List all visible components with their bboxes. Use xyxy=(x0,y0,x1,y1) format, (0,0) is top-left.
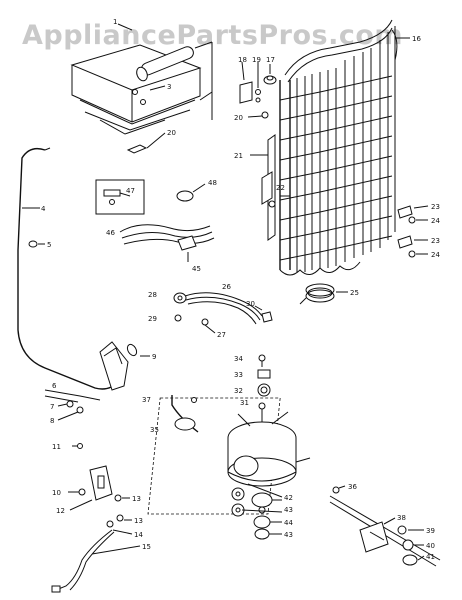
callout-label: 35 xyxy=(150,426,159,434)
callout-label: 43 xyxy=(284,531,293,539)
callout-label: 23 xyxy=(431,203,440,211)
callout-label: 7 xyxy=(50,403,54,411)
callout-label: 32 xyxy=(234,387,243,395)
callout-label: 46 xyxy=(106,229,115,237)
callout-label: 28 xyxy=(148,291,157,299)
callout-label: 36 xyxy=(348,483,357,491)
callout-label: 15 xyxy=(142,543,151,551)
callout-label: 13 xyxy=(132,495,141,503)
callout-label: 23 xyxy=(431,237,440,245)
grommet-clip-group xyxy=(239,61,277,119)
coil-clips xyxy=(397,205,429,258)
callout-label: 39 xyxy=(426,527,435,535)
watermark: AppliancePartsPros.com xyxy=(22,20,403,51)
tube-bracket-group xyxy=(44,341,150,421)
callout-label: 20 xyxy=(167,129,176,137)
callout-label: 9 xyxy=(152,353,156,361)
callout-label: 29 xyxy=(148,315,157,323)
callout-label: 27 xyxy=(217,331,226,339)
callout-label: 3 xyxy=(167,83,171,91)
callout-label: 11 xyxy=(52,443,61,451)
callout-label: 48 xyxy=(208,179,217,187)
callout-label: 6 xyxy=(52,382,57,390)
callout-label: 34 xyxy=(234,355,243,363)
callout-label: 18 xyxy=(238,56,247,64)
callout-label: 24 xyxy=(431,217,440,225)
callout-label: 45 xyxy=(192,265,201,273)
callout-label: 14 xyxy=(134,531,143,539)
wiring-group xyxy=(95,179,215,262)
callout-label: 31 xyxy=(240,399,249,407)
callout-label: 40 xyxy=(426,542,435,550)
compressor-assembly xyxy=(147,354,311,540)
callout-label: 8 xyxy=(50,417,54,425)
callout-labels: 1 20 3 4 5 6 7 8 9 10 11 12 13 13 14 15 … xyxy=(41,18,440,561)
callout-label: 19 xyxy=(252,56,261,64)
callout-label: 1 xyxy=(113,18,117,26)
callout-label: 30 xyxy=(246,300,255,308)
callout-label: 42 xyxy=(284,494,293,502)
callout-label: 21 xyxy=(234,152,243,160)
long-tube xyxy=(17,147,121,390)
callout-label: 33 xyxy=(234,371,243,379)
callout-label: 5 xyxy=(47,241,51,249)
condenser-bracket xyxy=(250,134,290,241)
callout-label: 24 xyxy=(431,251,440,259)
callout-label: 43 xyxy=(284,506,293,514)
condenser-coil xyxy=(279,19,410,276)
callout-label: 13 xyxy=(134,517,143,525)
callout-label: 38 xyxy=(397,514,406,522)
callout-label: 41 xyxy=(426,553,435,561)
callout-label: 20 xyxy=(234,114,243,122)
callout-label: 26 xyxy=(222,283,231,291)
callout-label: 22 xyxy=(276,184,285,192)
callout-label: 17 xyxy=(266,56,275,64)
relay-cord-group xyxy=(51,443,141,593)
base-rail-group xyxy=(329,485,441,567)
compressor-harness xyxy=(173,292,273,334)
callout-label: 44 xyxy=(284,519,293,527)
callout-label: 16 xyxy=(412,35,421,43)
callout-label: 47 xyxy=(126,187,135,195)
drain-pan-assembly xyxy=(70,23,213,154)
callout-label: 12 xyxy=(56,507,65,515)
loop-tube xyxy=(299,283,348,305)
callout-label: 25 xyxy=(350,289,359,297)
callout-label: 37 xyxy=(142,396,151,404)
callout-label: 10 xyxy=(52,489,61,497)
callout-label: 4 xyxy=(41,205,46,213)
